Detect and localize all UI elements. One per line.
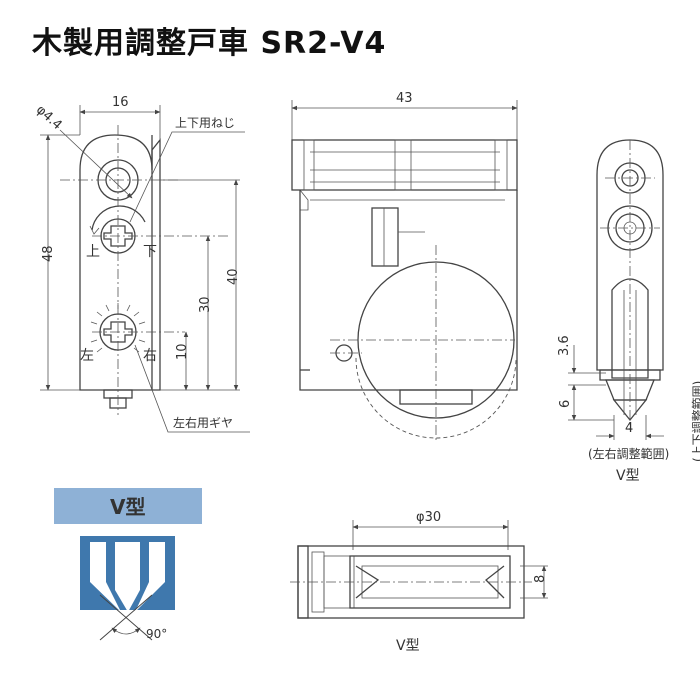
side-view: 43 (291, 91, 518, 440)
dim-height-48: 48 (41, 245, 56, 262)
badge-title: V型 (110, 495, 145, 519)
horizontal-range-label: (左右調整範囲) (588, 446, 669, 461)
badge-angle: 90° (146, 627, 167, 641)
screw-label: 上下用ねじ (175, 116, 235, 130)
dim-width-43: 43 (396, 91, 413, 106)
label-right: 右 (143, 348, 157, 364)
vertical-range-label: (上下調整範囲) (690, 381, 700, 462)
dim-6: 6 (558, 400, 573, 408)
dim-dia-30: φ30 (416, 510, 441, 525)
dim-width-16: 16 (112, 95, 129, 110)
dim-10: 10 (175, 343, 190, 360)
dim-3-6: 3.6 (557, 335, 572, 356)
front-view: 16 48 40 30 10 φ4.4 上下用ねじ 左右用ギヤ 上 下 左 右 (33, 95, 250, 433)
dim-dia-4-4: φ4.4 (33, 102, 65, 133)
page-title: 木製用調整戸車 SR2-V4 (32, 26, 387, 61)
dim-8: 8 (533, 575, 548, 583)
bottom-view-type-label: V型 (396, 638, 420, 654)
badge-header (54, 488, 202, 524)
bottom-view: φ30 8 V型 (290, 510, 548, 654)
label-down: 下 (143, 244, 157, 260)
end-view: 3.6 6 (上下調整範囲) 4 (左右調整範囲) V型 (557, 139, 700, 484)
wheel-hidden (355, 357, 517, 439)
end-view-type-label: V型 (616, 468, 640, 484)
v-type-badge: V型 90° (54, 488, 202, 641)
gear-label: 左右用ギヤ (173, 415, 233, 430)
dim-4: 4 (625, 421, 633, 436)
label-left: 左 (80, 348, 94, 364)
label-up: 上 (86, 244, 100, 260)
dim-40: 40 (226, 268, 241, 285)
dim-30: 30 (198, 296, 213, 313)
